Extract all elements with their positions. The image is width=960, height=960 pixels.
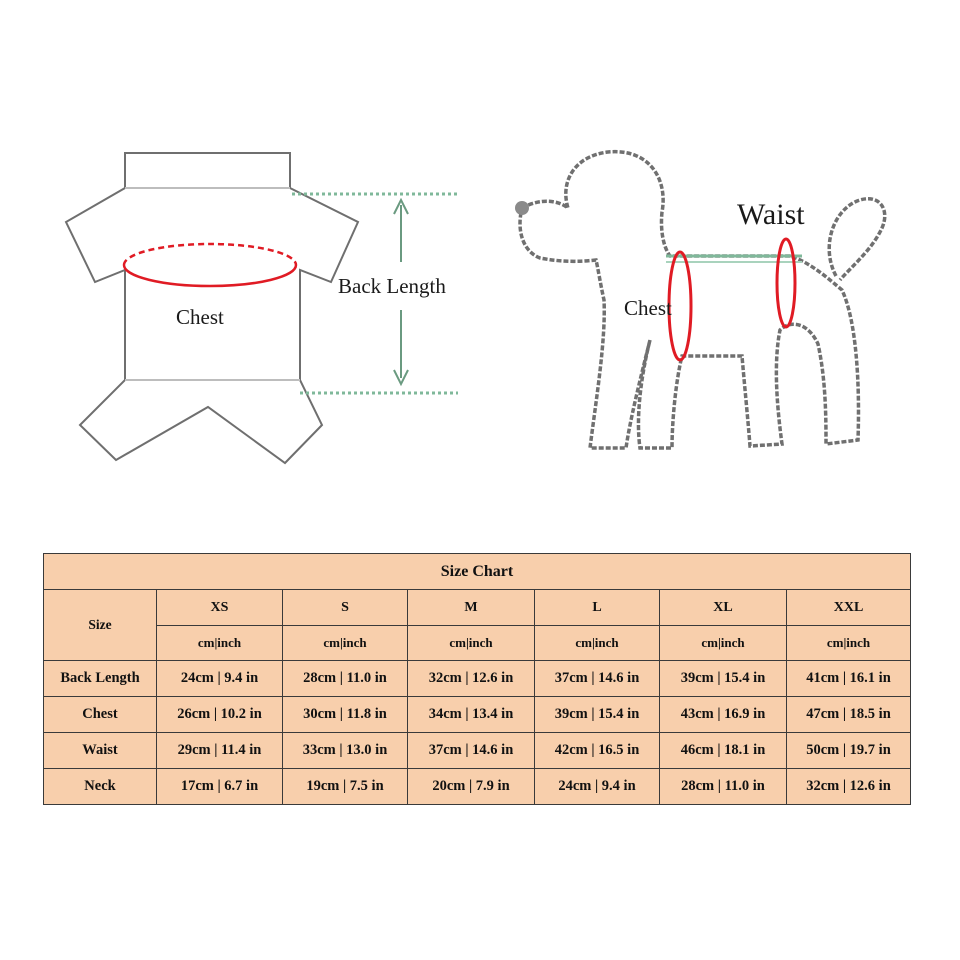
size-header: Size (43, 589, 157, 661)
row-label: Chest (43, 696, 157, 733)
size-col-header: L (534, 589, 660, 626)
measurement-cell: 34cm | 13.4 in (407, 696, 535, 733)
measurement-cell: 43cm | 16.9 in (659, 696, 787, 733)
unit-label: cm|inch (534, 625, 660, 661)
measurement-cell: 20cm | 7.9 in (407, 768, 535, 805)
size-col-header: S (282, 589, 408, 626)
measurement-cell: 19cm | 7.5 in (282, 768, 408, 805)
dog-outline (518, 150, 887, 450)
measurement-cell: 50cm | 19.7 in (786, 732, 911, 769)
row-label: Back Length (43, 660, 157, 697)
measurement-cell: 30cm | 11.8 in (282, 696, 408, 733)
dog-nose (515, 201, 529, 215)
dog-measures (667, 237, 797, 362)
size-col-header: M (407, 589, 535, 626)
measurement-cell: 33cm | 13.0 in (282, 732, 408, 769)
back-length-guides (292, 192, 458, 395)
measurement-cell: 26cm | 10.2 in (156, 696, 283, 733)
measurement-cell: 32cm | 12.6 in (786, 768, 911, 805)
size-col-header: XXL (786, 589, 911, 626)
measurement-cell: 24cm | 9.4 in (156, 660, 283, 697)
measurement-cell: 24cm | 9.4 in (534, 768, 660, 805)
measurement-cell: 41cm | 16.1 in (786, 660, 911, 697)
shirt-outline (64, 152, 360, 465)
back-length-label: Back Length (338, 274, 446, 298)
measurement-cell: 32cm | 12.6 in (407, 660, 535, 697)
size-chart-title: Size Chart (43, 553, 911, 590)
measurement-cell: 42cm | 16.5 in (534, 732, 660, 769)
measurement-cell: 46cm | 18.1 in (659, 732, 787, 769)
measurement-cell: 37cm | 14.6 in (407, 732, 535, 769)
unit-label: cm|inch (659, 625, 787, 661)
measurement-cell: 28cm | 11.0 in (282, 660, 408, 697)
measurement-cell: 28cm | 11.0 in (659, 768, 787, 805)
dog-chest-label: Chest (624, 296, 672, 320)
unit-label: cm|inch (786, 625, 911, 661)
diagram-drawing (64, 150, 887, 465)
measurement-cell: 17cm | 6.7 in (156, 768, 283, 805)
measurement-cell: 29cm | 11.4 in (156, 732, 283, 769)
shirt-chest-label: Chest (176, 305, 224, 329)
measurement-cell: 37cm | 14.6 in (534, 660, 660, 697)
size-col-header: XL (659, 589, 787, 626)
measurement-cell: 47cm | 18.5 in (786, 696, 911, 733)
unit-label: cm|inch (282, 625, 408, 661)
row-label: Waist (43, 732, 157, 769)
measurement-diagram: Chest Back Length Chest Waist (64, 150, 887, 465)
measurement-cell: 39cm | 15.4 in (659, 660, 787, 697)
measurement-cell: 39cm | 15.4 in (534, 696, 660, 733)
size-col-header: XS (156, 589, 283, 626)
shirt-chest-measure (122, 242, 298, 288)
unit-label: cm|inch (407, 625, 535, 661)
dog-waist-label: Waist (737, 198, 805, 231)
row-label: Neck (43, 768, 157, 805)
unit-label: cm|inch (156, 625, 283, 661)
